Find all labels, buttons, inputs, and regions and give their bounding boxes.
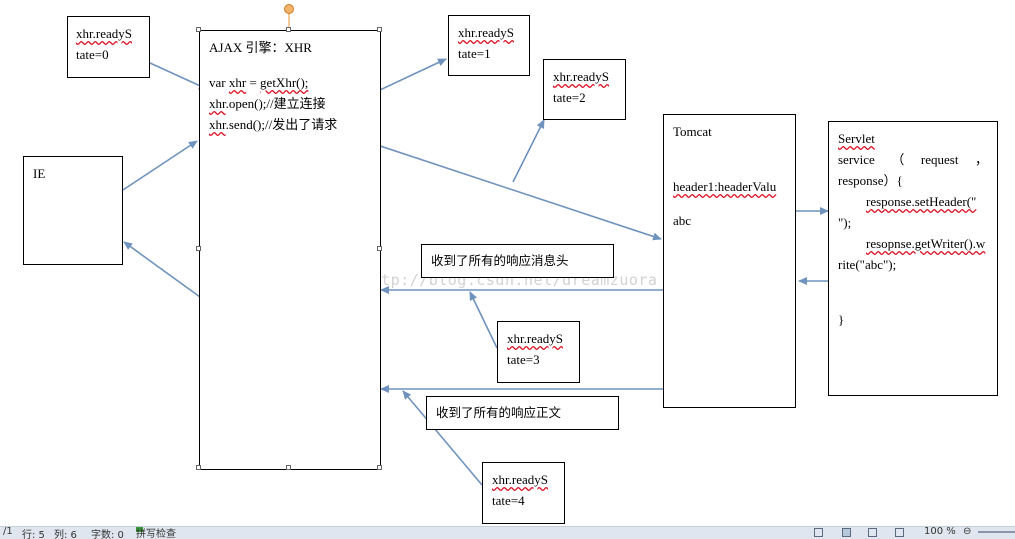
zoom-out-icon[interactable]: ⊖	[963, 526, 972, 537]
view-page-icon[interactable]	[842, 528, 851, 537]
handle-br[interactable]	[377, 465, 382, 470]
ajax-line3: xhr.send();//发出了请求	[209, 117, 338, 132]
handle-tr[interactable]	[377, 27, 382, 32]
view-web-icon[interactable]	[895, 528, 904, 537]
ajax-line1: var xhr = getXhr();	[209, 75, 309, 90]
state4-box[interactable]: xhr.readyS tate=4	[482, 462, 565, 524]
servlet-signature-cont: response）{	[838, 173, 903, 188]
msg-headers-label: 收到了所有的响应消息头	[431, 253, 569, 268]
ajax-title: AJAX 引擎：XHR	[209, 40, 312, 55]
state1-box[interactable]: xhr.readyS tate=1	[448, 15, 530, 76]
state4-line1: xhr.readyS	[492, 472, 548, 487]
state2-box[interactable]: xhr.readyS tate=2	[543, 59, 626, 120]
status-row: 行: 5	[22, 530, 45, 539]
servlet-close: }	[838, 312, 845, 327]
ajax-engine-box[interactable]: AJAX 引擎：XHR var xhr = getXhr(); xhr.open…	[199, 30, 381, 470]
state0-line1: xhr.readyS	[76, 26, 132, 41]
view-outline-icon[interactable]	[868, 528, 877, 537]
servlet-getwriter-2: rite("abc");	[838, 257, 897, 272]
handle-ml[interactable]	[196, 246, 201, 251]
status-zoom[interactable]: 100 %	[924, 526, 956, 537]
state3-line2: tate=3	[507, 352, 540, 367]
state3-line1: xhr.readyS	[507, 331, 563, 346]
msg-headers-box[interactable]: 收到了所有的响应消息头	[421, 244, 614, 278]
tomcat-body: abc	[673, 213, 692, 228]
handle-tm[interactable]	[286, 27, 291, 32]
state4-line2: tate=4	[492, 493, 525, 508]
servlet-box[interactable]: Servlet service（request， response）{ resp…	[828, 121, 998, 396]
state0-line2: tate=0	[76, 47, 109, 62]
ie-box[interactable]: IE	[23, 156, 123, 265]
state1-line1: xhr.readyS	[458, 25, 514, 40]
arrow-send-to-tomcat	[349, 135, 662, 241]
handle-bl[interactable]	[196, 465, 201, 470]
msg-body-box[interactable]: 收到了所有的响应正文	[426, 396, 619, 430]
handle-tl[interactable]	[196, 27, 201, 32]
servlet-setheader-1: response.setHeader("	[866, 194, 977, 209]
view-fullscreen-icon[interactable]	[814, 528, 823, 537]
servlet-getwriter-1: resopnse.getWriter().w	[866, 236, 986, 251]
arrow-state0-to-ajax	[149, 62, 208, 90]
status-bar: /1 行: 5 列: 6 字数: 0 拼写检查 100 % ⊖	[0, 526, 1015, 539]
tomcat-title: Tomcat	[673, 124, 712, 139]
arrow-state4-to-body	[402, 390, 483, 486]
tomcat-box[interactable]: Tomcat header1:headerValu abc	[663, 114, 796, 408]
tomcat-header: header1:headerValu	[673, 179, 777, 194]
state3-box[interactable]: xhr.readyS tate=3	[497, 321, 580, 383]
arrow-to-state2	[512, 119, 545, 183]
state2-line2: tate=2	[553, 90, 586, 105]
handle-mr[interactable]	[377, 246, 382, 251]
ie-label: IE	[33, 166, 46, 181]
rotation-handle[interactable]	[284, 4, 294, 14]
servlet-setheader-2: ");	[838, 215, 852, 230]
ajax-line2: xhr.open();//建立连接	[209, 96, 326, 111]
arrow-state3-to-headers	[469, 291, 498, 349]
state2-line1: xhr.readyS	[553, 69, 609, 84]
servlet-signature: service（request，	[838, 152, 988, 167]
arrow-ajax-to-ie	[123, 241, 201, 298]
servlet-title: Servlet	[838, 131, 875, 146]
status-page: /1	[3, 526, 13, 537]
state0-box[interactable]: xhr.readyS tate=0	[67, 16, 150, 78]
zoom-slider[interactable]	[978, 531, 1015, 533]
msg-body-label: 收到了所有的响应正文	[436, 405, 562, 420]
status-chars: 字数: 0	[91, 530, 124, 539]
state1-line2: tate=1	[458, 46, 491, 61]
arrow-ie-to-ajax	[122, 140, 198, 191]
status-col: 列: 6	[54, 530, 77, 539]
handle-bm[interactable]	[286, 465, 291, 470]
